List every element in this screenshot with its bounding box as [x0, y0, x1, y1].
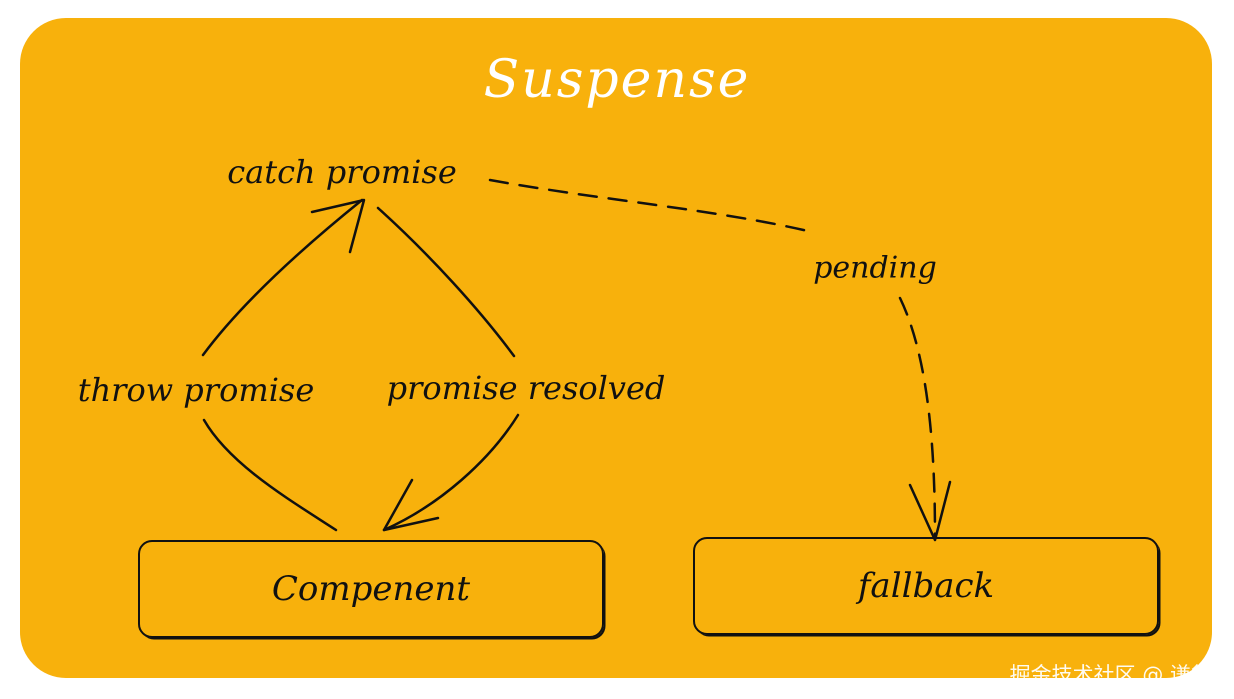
fallback-arrowhead: [908, 480, 952, 542]
throw-promise-base-curve: [202, 418, 338, 532]
promise-resolved-label: promise resolved: [386, 369, 666, 407]
diagram-title: Suspense: [483, 50, 751, 110]
pending-label: pending: [813, 250, 937, 286]
suspense-panel: [20, 18, 1212, 678]
resolved-arrowhead: [382, 478, 440, 532]
component-node: Compenent: [138, 540, 604, 638]
catch-promise-label: catch promise: [227, 153, 457, 191]
watermark: 掘金技术社区 @ 谦行: [1009, 663, 1212, 687]
catch-to-resolved-curve: [376, 206, 516, 358]
component-node-label: Compenent: [271, 569, 471, 609]
throw-promise-arrow: [201, 198, 364, 357]
fallback-node-label: fallback: [857, 566, 995, 606]
fallback-node: fallback: [693, 537, 1159, 635]
throw-promise-arrowhead: [310, 198, 366, 254]
resolved-to-component-arrow: [382, 413, 520, 532]
pending-dashed-line: [488, 178, 814, 234]
fallback-dashed-line: [898, 296, 937, 537]
throw-promise-label: throw promise: [77, 371, 315, 409]
